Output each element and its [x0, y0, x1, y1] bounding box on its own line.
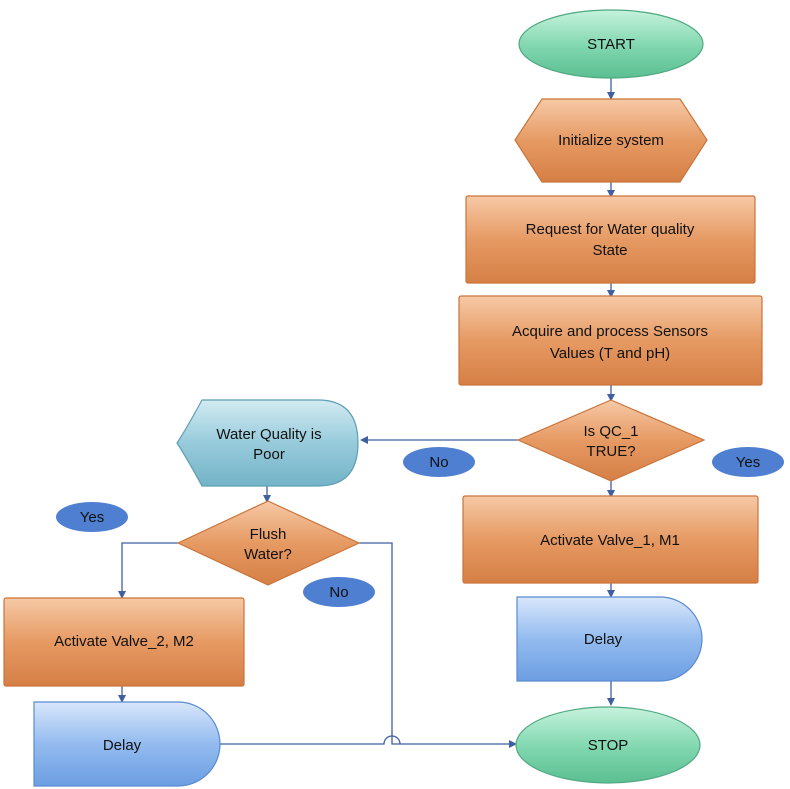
- poor-label-line1: Water Quality is: [216, 426, 321, 443]
- badge-yes-qc: Yes: [712, 447, 784, 477]
- water-quality-poor-display: Water Quality is Poor: [176, 399, 359, 487]
- activate-valve2-label: Activate Valve_2, M2: [54, 633, 194, 650]
- badge-no-qc: No: [403, 447, 475, 477]
- badge-no-flush: No: [303, 577, 375, 607]
- request-label-line1: Request for Water quality: [526, 221, 695, 238]
- connector-delay-left-stop: [220, 735, 401, 745]
- activate-valve1-process: Activate Valve_1, M1: [462, 495, 759, 584]
- delay-left-label: Delay: [103, 737, 142, 754]
- activate-valve1-label: Activate Valve_1, M1: [540, 532, 680, 549]
- badge-no-flush-label: No: [329, 584, 348, 601]
- qc-decision: Is QC_1 TRUE?: [516, 399, 706, 482]
- delay-right-label: Delay: [584, 631, 623, 648]
- badge-yes-flush-label: Yes: [80, 509, 104, 526]
- start-label: START: [587, 36, 635, 53]
- initialize-label: Initialize system: [558, 132, 664, 149]
- acquire-label-line1: Acquire and process Sensors: [512, 323, 708, 340]
- badge-yes-qc-label: Yes: [736, 454, 760, 471]
- connectors: [118, 78, 615, 748]
- flush-decision-line1: Flush: [250, 526, 287, 543]
- badge-yes-flush: Yes: [56, 502, 128, 532]
- qc-decision-line1: Is QC_1: [583, 423, 638, 440]
- activate-valve2-process: Activate Valve_2, M2: [3, 597, 245, 687]
- stop-terminal: STOP: [515, 706, 701, 784]
- request-process: Request for Water quality State: [465, 195, 756, 284]
- initialize-preparation: Initialize system: [514, 98, 708, 183]
- acquire-label-line2: Values (T and pH): [550, 345, 670, 362]
- start-terminal: START: [518, 9, 704, 79]
- delay-right: Delay: [516, 596, 703, 682]
- connector-flush-no-stop: [359, 542, 517, 748]
- request-label-line2: State: [592, 242, 627, 259]
- stop-label: STOP: [588, 737, 629, 754]
- flush-decision: Flush Water?: [176, 500, 361, 586]
- acquire-process: Acquire and process Sensors Values (T an…: [458, 295, 763, 386]
- flush-decision-line2: Water?: [244, 546, 292, 563]
- delay-left: Delay: [33, 701, 221, 787]
- qc-decision-line2: TRUE?: [586, 443, 635, 460]
- connector-flush-yes-valve2: [118, 542, 178, 599]
- badge-no-qc-label: No: [429, 454, 448, 471]
- poor-label-line2: Poor: [253, 446, 285, 463]
